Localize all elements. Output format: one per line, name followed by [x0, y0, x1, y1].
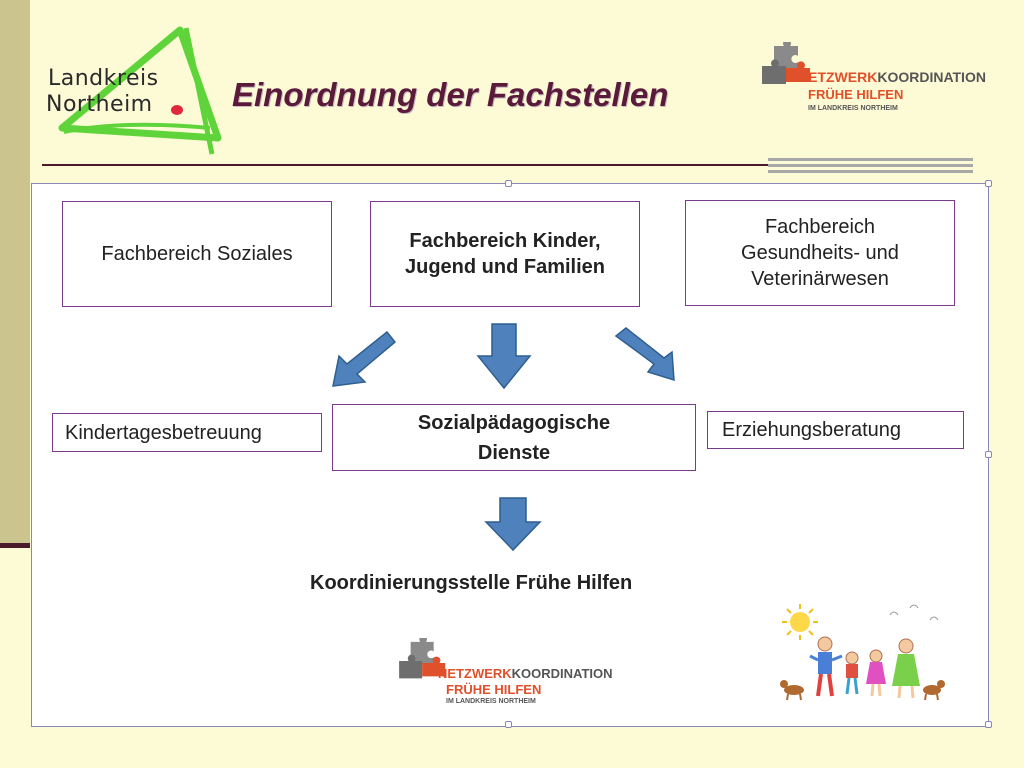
footer-netzwerk-koordination: NETZWERKKOORDINATION — [438, 666, 613, 681]
footer-fruehe-hilfen: FRÜHE HILFEN — [446, 682, 542, 697]
box-fachbereich-kinder-jugend-familien: Fachbereich Kinder, Jugend und Familien — [370, 201, 640, 307]
title-decorative-bars — [768, 158, 973, 180]
person-father — [809, 636, 843, 697]
box-label: Sozialpädagogische Dienste — [417, 411, 611, 464]
arrow-down — [476, 323, 532, 390]
resize-handle-right[interactable] — [985, 451, 992, 458]
arrow-down-bottom — [484, 497, 542, 552]
resize-handle-top[interactable] — [505, 180, 512, 187]
logo-line-2: Northeim — [46, 92, 153, 117]
netzwerk-logo-header: NETZWERKKOORDINATION FRÜHE HILFEN IM LAN… — [760, 42, 1010, 122]
landkreis-triangle-logo — [58, 26, 222, 155]
box-sozialpaedagogische-dienste: Sozialpädagogische Dienste — [332, 404, 696, 471]
box-label: Fachbereich Kinder, Jugend und Familien — [404, 230, 605, 278]
page-title: Einordnung der Fachstellen — [232, 76, 669, 113]
logo-koordination: KOORDINATION — [877, 69, 986, 85]
box-kindertagesbetreuung: Kindertagesbetreuung — [52, 413, 322, 452]
resize-handle-bottom[interactable] — [505, 721, 512, 728]
arrow-down-right — [614, 327, 675, 382]
box-label: Kindertagesbetreuung — [65, 421, 262, 444]
person-child-girl — [866, 649, 886, 697]
footer-koordination: KOORDINATION — [511, 666, 613, 681]
family-drawing — [780, 604, 945, 701]
logo-netzwerk-koordination: NETZWERKKOORDINATION — [798, 69, 986, 85]
puzzle-icon — [399, 638, 446, 679]
landkreis-logo: Landkreis Northeim — [40, 20, 230, 165]
person-child-boy — [845, 651, 859, 695]
logo-fruehe-hilfen: FRÜHE HILFEN — [808, 87, 904, 102]
box-erziehungsberatung: Erziehungsberatung — [707, 411, 964, 449]
logo-netzwerk: NETZWERK — [798, 69, 878, 85]
left-decorative-band — [0, 0, 30, 547]
koordinierungsstelle-label: Koordinierungsstelle Frühe Hilfen — [310, 572, 633, 594]
box-fachbereich-soziales: Fachbereich Soziales — [62, 201, 332, 307]
footer-netzwerk: NETZWERK — [438, 666, 512, 681]
dog-right — [923, 680, 945, 701]
person-mother — [892, 638, 920, 699]
box-fachbereich-gesundheit: Fachbereich Gesundheits- und Veterinärwe… — [685, 200, 955, 306]
logo-landkreis: IM LANDKREIS NORTHEIM — [808, 105, 898, 112]
resize-handle-top-right[interactable] — [985, 180, 992, 187]
box-label: Fachbereich Soziales — [101, 243, 293, 265]
dog-left — [780, 680, 804, 701]
sun-icon — [782, 604, 818, 640]
left-band-divider — [0, 543, 30, 548]
box-label: Erziehungsberatung — [722, 419, 902, 441]
footer-landkreis: IM LANDKREIS NORTHEIM — [446, 698, 536, 705]
title-rule — [42, 164, 772, 166]
logo-line-1: Landkreis — [48, 66, 159, 91]
puzzle-icon — [762, 42, 810, 84]
resize-handle-bottom-right[interactable] — [985, 721, 992, 728]
netzwerk-logo-footer: NETZWERKKOORDINATION FRÜHE HILFEN IM LAN… — [396, 638, 646, 710]
arrow-down-left — [332, 330, 397, 387]
box-label: Fachbereich Gesundheits- und Veterinärwe… — [741, 216, 899, 290]
